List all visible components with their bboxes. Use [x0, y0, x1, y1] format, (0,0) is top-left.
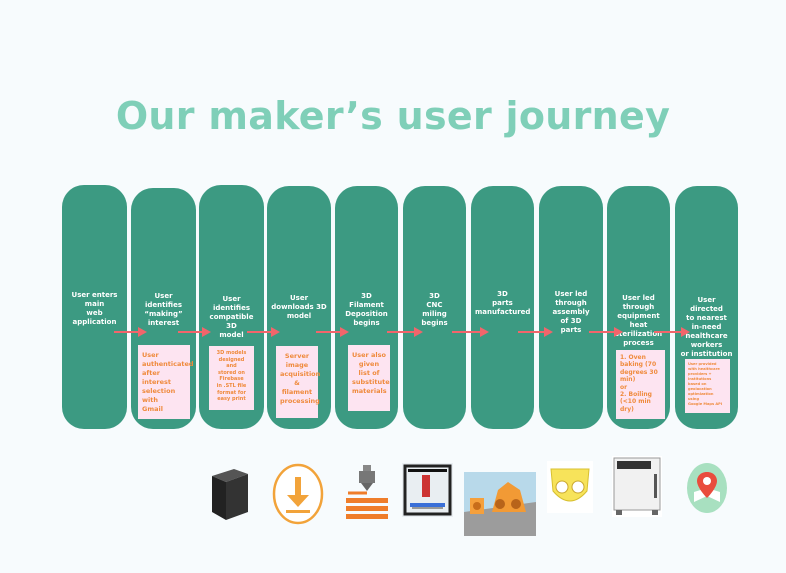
step-7: 3D parts manufactured: [471, 186, 534, 429]
3d-printer-icon: [402, 463, 453, 517]
step-label: User led through assembly of 3D parts: [552, 290, 590, 334]
step-8: User led through assembly of 3D parts: [539, 186, 603, 429]
filament-printer-icon: [346, 465, 388, 519]
step-label: 3D parts manufactured: [475, 290, 531, 316]
step-label: User downloads 3D model: [271, 294, 327, 320]
download-icon: [272, 463, 324, 525]
cnc-parts-icon: [464, 472, 536, 536]
step-label: User identifies compatible 3D model: [209, 295, 254, 339]
arrow-4: [316, 327, 349, 337]
sterilization-oven-icon: [612, 456, 662, 517]
note-sterilization: 1. Oven baking (70 degrees 30 min) or 2.…: [616, 350, 665, 419]
step-label: User led through equipment heat steriliz…: [614, 294, 663, 347]
step-1: User enters main web application: [62, 185, 127, 429]
note-substitute-materials: User also given list of substitute mater…: [348, 345, 390, 411]
step-label: User identifies “making” interest: [144, 292, 183, 327]
step-label: 3D CNC miling begins: [421, 292, 448, 327]
arrow-5: [387, 327, 423, 337]
step-label: User directed to nearest in-need healthc…: [680, 296, 733, 358]
arrow-7: [518, 327, 553, 337]
step-6: 3D CNC miling begins: [403, 186, 466, 429]
step-label: 3D Filament Deposition begins: [345, 292, 388, 327]
arrow-9: [654, 327, 690, 337]
face-mask-icon: [547, 461, 593, 513]
page-title: Our maker’s user journey: [115, 94, 671, 138]
arrow-8: [589, 327, 623, 337]
map-pin-icon: [687, 463, 727, 513]
step-label: User enters main web application: [71, 291, 118, 326]
arrow-1: [114, 327, 147, 337]
note-server-acquisition: Server image acquisition & filament proc…: [276, 346, 320, 418]
note-healthcare-locations: User provided with healthcare providers …: [685, 359, 730, 413]
note-3d-models: 3D models designed and stored on Firebas…: [209, 346, 254, 410]
arrow-2: [178, 327, 211, 337]
note-authentication: User authenticated after interest select…: [138, 345, 194, 419]
arrow-3: [247, 327, 280, 337]
arrow-6: [452, 327, 489, 337]
cube-icon: [212, 469, 248, 520]
